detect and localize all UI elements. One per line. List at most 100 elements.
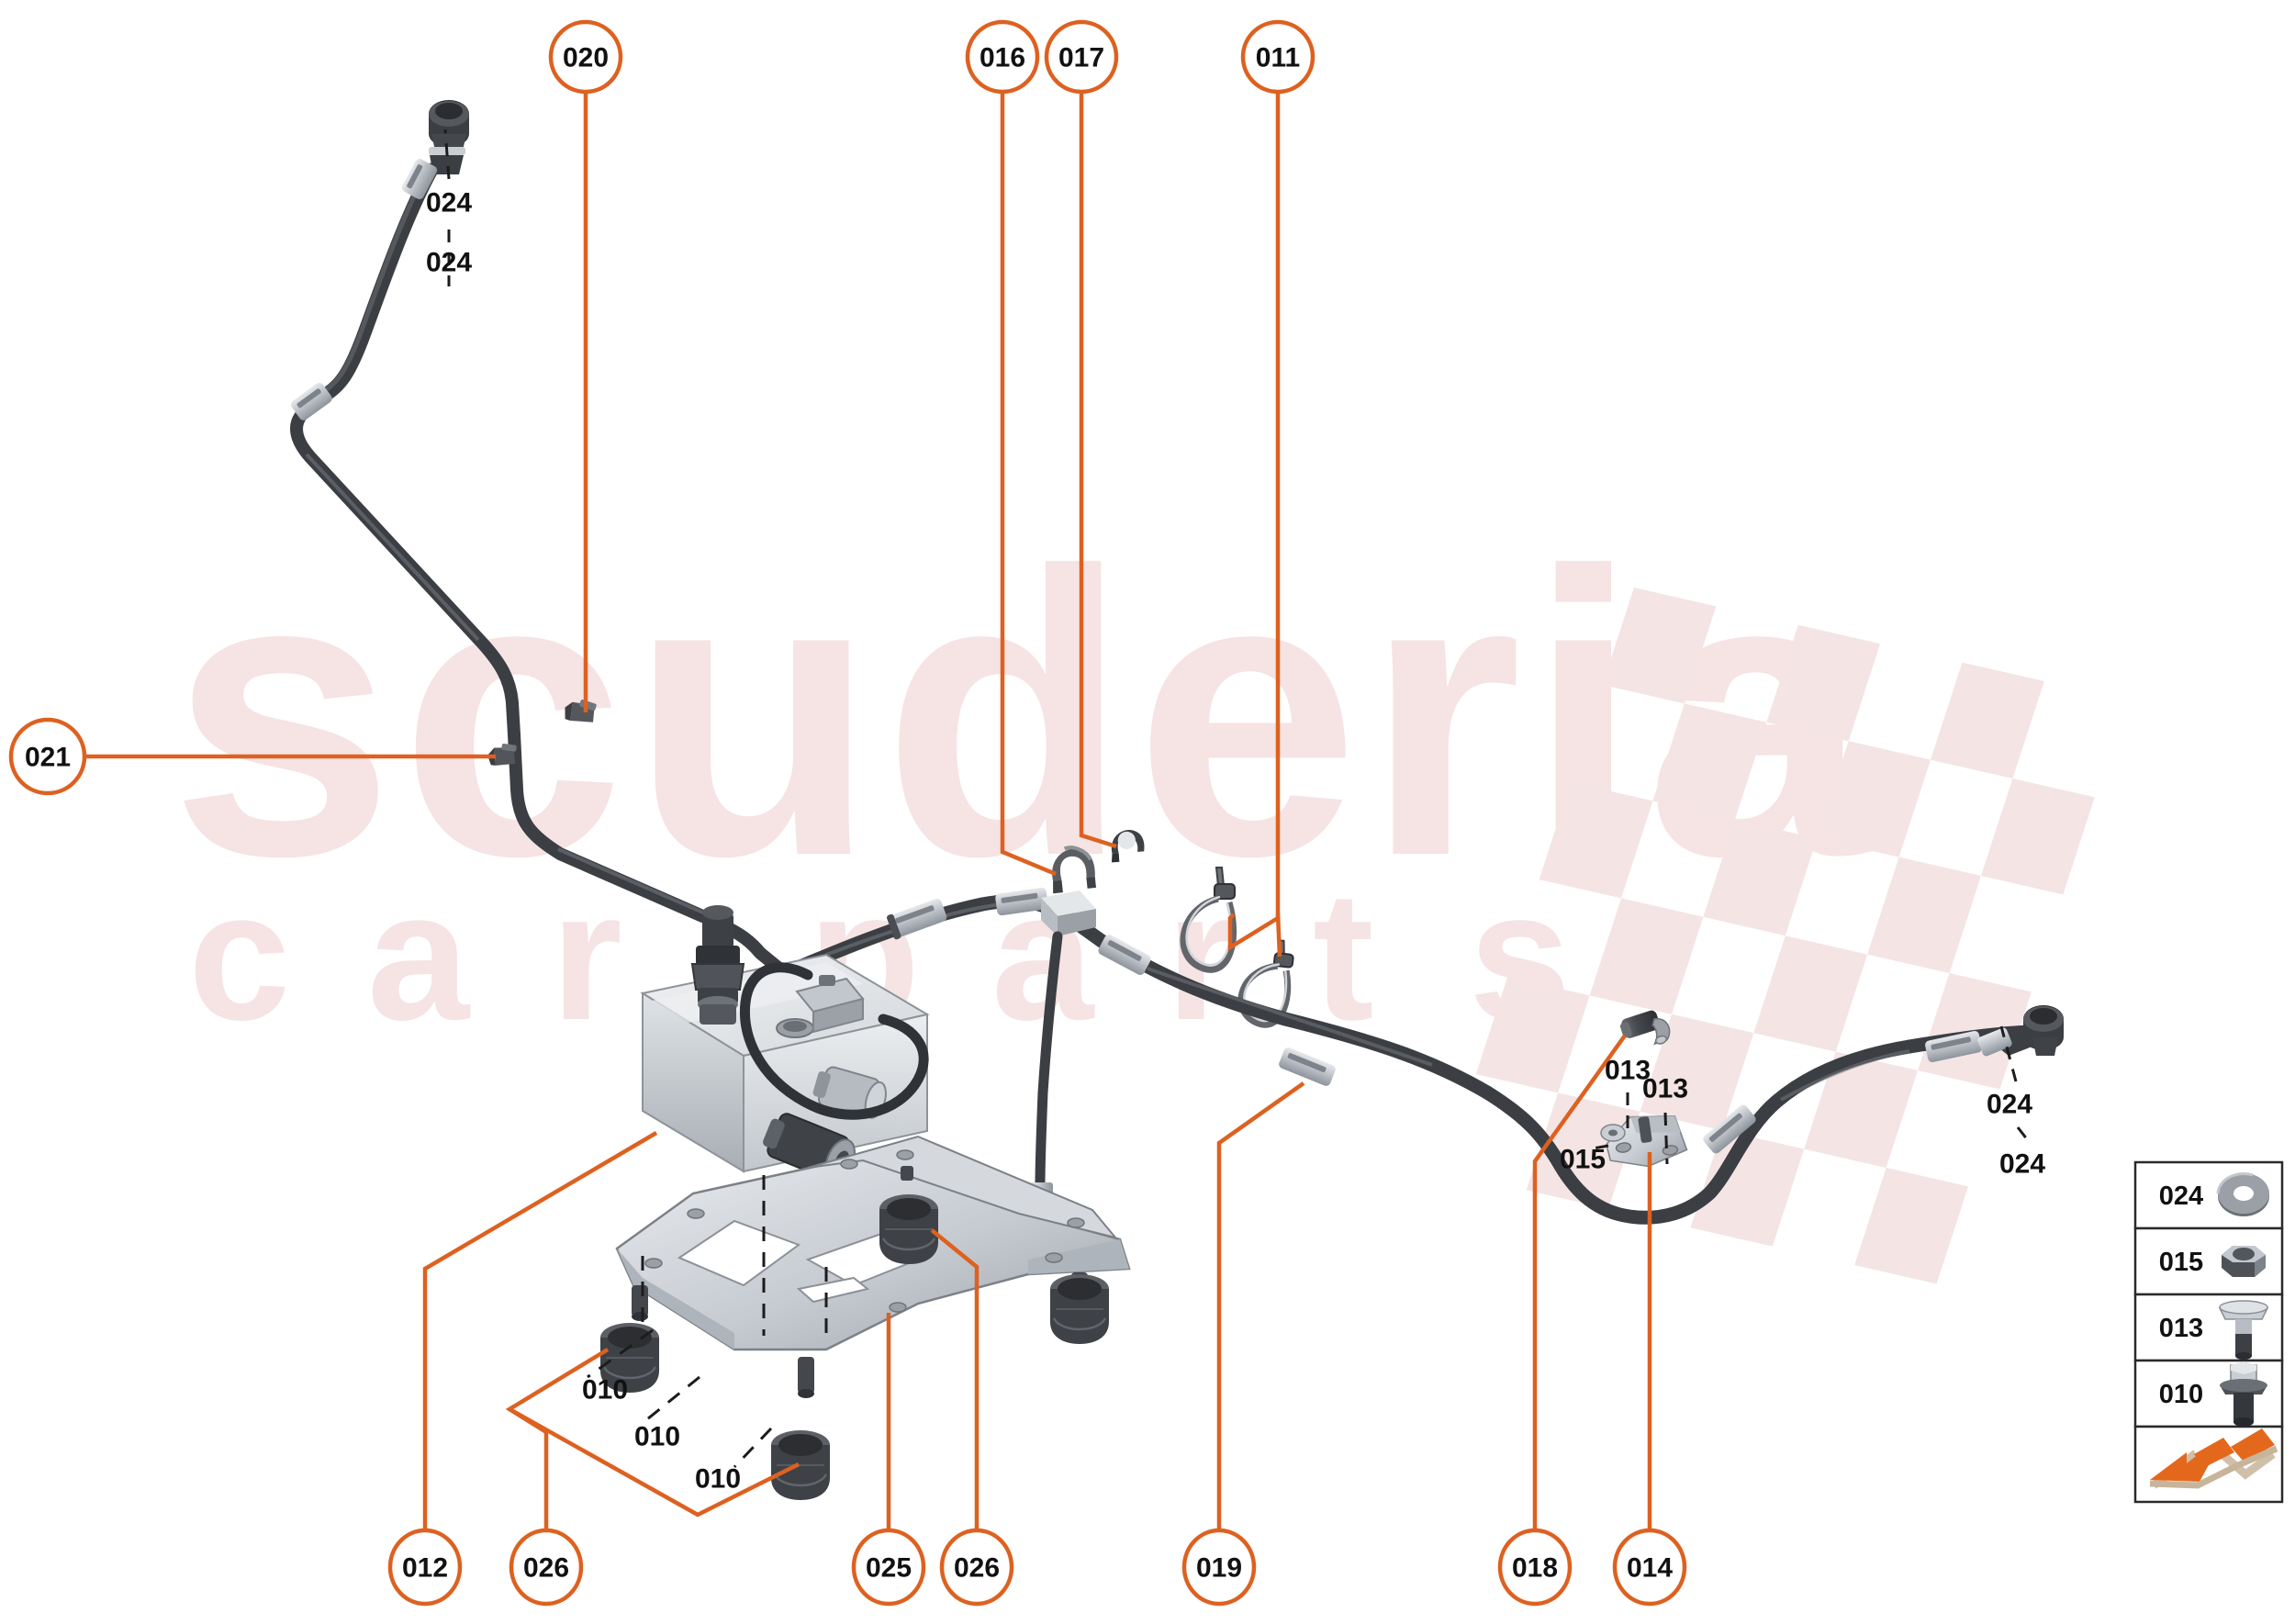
part-number-024: 024 (1987, 1090, 2032, 1120)
callout-number: 019 (1196, 1553, 1242, 1584)
callout-number: 018 (1512, 1553, 1558, 1584)
part-label-dashes (443, 129, 2032, 1165)
hose-tee-junction (1041, 890, 1096, 936)
callout-number: 020 (563, 43, 609, 73)
hydraulic-hose-mid-run (778, 887, 2036, 1225)
rubber-bush-mount-top (879, 1194, 938, 1264)
callout-019[interactable]: 019 (1181, 1528, 1257, 1607)
parts-key-panel[interactable]: 024 015 013 010 (2133, 1160, 2284, 1504)
svg-text:c: c (188, 854, 290, 1058)
callout-bubble-ring[interactable] (509, 1528, 584, 1607)
part-number-010: 010 (695, 1464, 741, 1495)
cable-tie-upper (1180, 867, 1237, 973)
callout-bubble-ring[interactable] (1612, 1528, 1687, 1607)
callout-bubble-ring[interactable] (939, 1528, 1014, 1607)
orange-arrow-icon (2149, 1428, 2278, 1489)
pump-valve-stack (690, 905, 745, 1025)
flange-nut-015 (1600, 1124, 1626, 1142)
hose-clip-017 (1111, 830, 1145, 863)
hose-end-fitting-right (1977, 1005, 2064, 1057)
callout-number: 017 (1058, 43, 1104, 73)
callout-number: 012 (402, 1553, 448, 1584)
rubber-bush-mount-bottom (771, 1430, 830, 1500)
callout-bubble-ring[interactable] (1044, 19, 1119, 95)
callout-bubble-ring[interactable] (965, 19, 1040, 95)
hose-fitting-elbow-018 (1619, 1010, 1671, 1046)
leader-016 (1000, 92, 1057, 877)
callout-018[interactable]: 018 (1497, 1528, 1573, 1607)
bracket-stud-top (901, 1166, 913, 1181)
svg-text:r: r (551, 854, 622, 1058)
assembly-dashed-guides (587, 1175, 828, 1469)
callout-014[interactable]: 014 (1612, 1528, 1687, 1607)
callout-012[interactable]: 012 (387, 1528, 463, 1607)
callout-number: 014 (1627, 1553, 1673, 1584)
callout-number: 026 (523, 1553, 569, 1584)
leader-018 (1532, 1034, 1627, 1530)
mounting-bracket-025 (615, 1135, 1131, 1398)
callout-bubble-ring[interactable] (548, 19, 623, 95)
key-label-024: 024 (2159, 1182, 2203, 1211)
callout-021[interactable]: 021 (8, 717, 87, 796)
key-row-box-013[interactable] (2133, 1293, 2284, 1362)
leader-011 (1227, 92, 1281, 952)
callout-bubble-ring[interactable] (1181, 1528, 1257, 1607)
callout-020[interactable]: 020 (548, 19, 623, 95)
leader-017 (1079, 92, 1117, 849)
flange-nut-icon (2222, 1246, 2266, 1277)
part-number-024: 024 (1999, 1149, 2045, 1180)
hex-flange-bolt-icon (2220, 1361, 2267, 1427)
callout-026[interactable]: 026 (939, 1528, 1014, 1607)
callout-bubbles: 020 016 017 011 021 012 026 025 026 019 018 014 (8, 19, 1687, 1607)
checkered-flag-icon (1475, 588, 2095, 1284)
callout-number: 025 (866, 1553, 912, 1584)
part-number-024: 024 (426, 188, 472, 218)
part-number-013: 013 (1605, 1056, 1651, 1086)
key-label-013: 013 (2159, 1314, 2203, 1343)
hose-end-fitting-top (429, 100, 469, 174)
part-number-013: 013 (1642, 1074, 1688, 1104)
hose-coupler-b (995, 887, 1048, 916)
hose-coupler-e (1703, 1104, 1756, 1154)
leader-012 (422, 1131, 658, 1530)
callout-017[interactable]: 017 (1044, 19, 1119, 95)
pan-head-bolt-icon (2218, 1300, 2269, 1360)
callout-bubble-ring[interactable] (8, 717, 87, 796)
pump-electrical-connector (795, 975, 865, 1034)
callout-bubble-ring[interactable] (851, 1528, 926, 1607)
callout-number: 011 (1256, 43, 1300, 73)
hose-crimp-collar-upper (401, 159, 438, 199)
callout-number: 026 (954, 1553, 1000, 1584)
washer-icon (2216, 1172, 2269, 1216)
callout-number: 016 (980, 43, 1025, 73)
leader-019 (1216, 1081, 1305, 1530)
hose-coupler-c (1098, 935, 1151, 975)
callout-number: 021 (25, 743, 71, 773)
part-number-010: 010 (582, 1375, 628, 1406)
callout-bubble-ring[interactable] (387, 1528, 463, 1607)
callout-026[interactable]: 026 (509, 1528, 584, 1607)
part-number-024: 024 (426, 248, 472, 278)
part-number-010: 010 (634, 1422, 680, 1452)
rubber-bush-mount-left (600, 1323, 659, 1393)
callout-025[interactable]: 025 (851, 1528, 926, 1607)
hose-clip-016 (1052, 846, 1097, 894)
key-label-015: 015 (2159, 1248, 2203, 1277)
hose-mount-bracket-014 (1606, 1115, 1688, 1168)
bracket-stud-mid (798, 1357, 814, 1398)
callout-016[interactable]: 016 (965, 19, 1040, 95)
callout-bubble-ring[interactable] (1240, 19, 1315, 95)
callout-011[interactable]: 011 (1240, 19, 1315, 95)
rubber-bush-mount-right (1050, 1274, 1109, 1344)
callout-bubble-ring[interactable] (1497, 1528, 1573, 1607)
leader-026-right (930, 1228, 980, 1530)
key-label-010: 010 (2159, 1380, 2203, 1409)
leader-011b (1275, 913, 1282, 958)
hose-coupler-f (1925, 1030, 1982, 1063)
hose-coupler-a (886, 898, 947, 940)
